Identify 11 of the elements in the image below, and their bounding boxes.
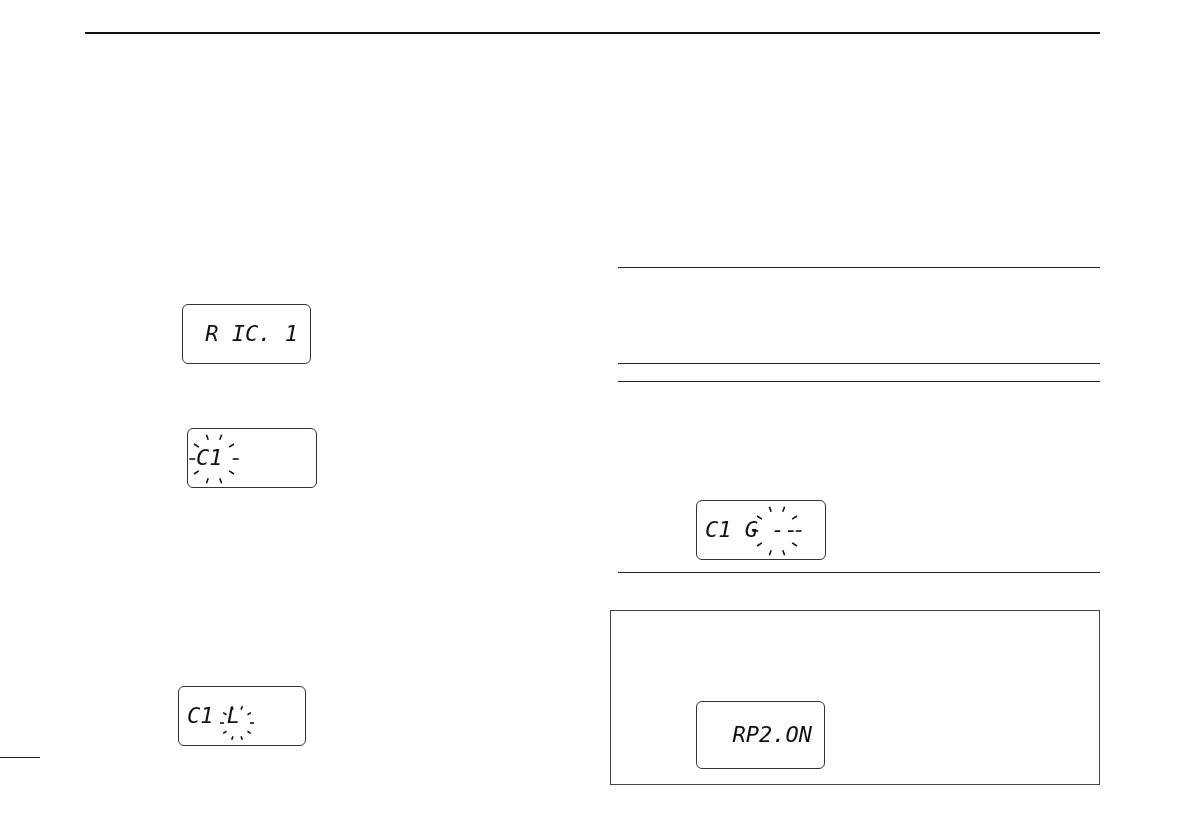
display-readout: R IC. 1	[205, 323, 298, 345]
display-readout: C1 G --	[705, 519, 798, 541]
lcd-display	[182, 304, 311, 364]
display-readout: C1	[196, 447, 223, 469]
lcd-display	[696, 701, 825, 769]
lcd-display	[178, 686, 306, 746]
display-readout: RP2.ON	[732, 724, 812, 746]
lcd-display	[187, 428, 317, 488]
note-frame	[610, 610, 1100, 785]
lcd-display	[696, 500, 826, 560]
display-readout: C1 L	[187, 705, 240, 727]
